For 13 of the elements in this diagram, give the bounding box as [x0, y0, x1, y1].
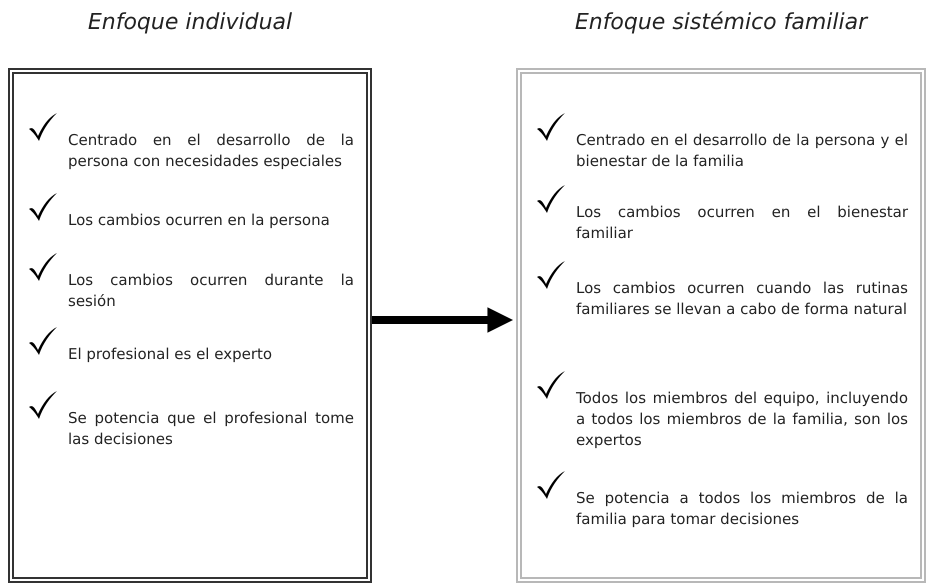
- column-heading: Enfoque individual: [86, 10, 294, 35]
- list-item-text: Se potencia que el profesional tome las decisiones: [68, 408, 354, 450]
- list-item-text: El profesional es el experto: [68, 344, 274, 365]
- column-heading: Enfoque sistémico familiar: [574, 10, 870, 35]
- list-item-text: Centrado en el desarrollo de la persona con necesidades especiales: [68, 130, 354, 172]
- list-item-text: Todos los miembros del equipo, incluyendo a todos los miembros de la familia, son los expertos: [576, 388, 908, 451]
- list-item-text: Centrado en el desarrollo de la persona y el bienestar de la familia: [576, 130, 908, 172]
- list-item-text: Los cambios ocurren en el bienestar familiar: [576, 202, 908, 244]
- list-item-text: Los cambios ocurren cuando las rutinas familiares se llevan a cabo de forma natural: [576, 278, 908, 320]
- list-item-text: Se potencia a todos los miembros de la familia para tomar decisiones: [576, 488, 908, 530]
- list-item-text: Los cambios ocurren durante la sesión: [68, 270, 354, 312]
- list-item-text: Los cambios ocurren en la persona: [68, 210, 331, 231]
- arrow: [372, 307, 514, 333]
